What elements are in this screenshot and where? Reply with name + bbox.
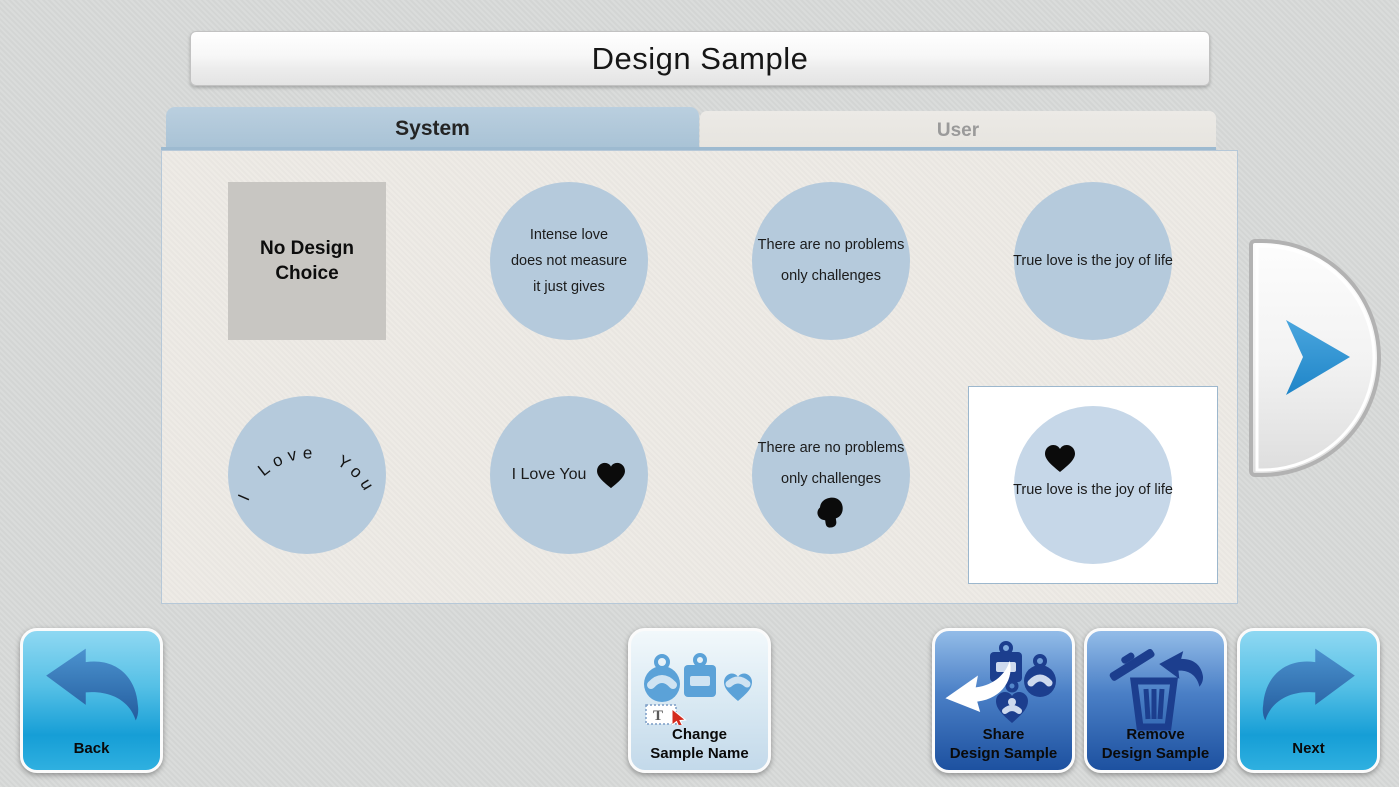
back-label: Back [73, 740, 110, 757]
sample-circle: There are no problems only challenges [752, 182, 910, 340]
curved-text-graphic: I Love You [234, 443, 380, 503]
square-tag-icon [989, 641, 1022, 682]
sample-text-line: There are no problems [757, 237, 905, 253]
sample-circle: Intense love does not measure it just gi… [490, 182, 648, 340]
share-arrow-icon [944, 660, 1011, 712]
heart-tag-icon [995, 679, 1028, 723]
text-cursor-icon: T [644, 704, 687, 725]
sample-text-line: There are no problems [757, 440, 905, 456]
sample-text-line: only challenges [781, 471, 881, 487]
sample-circle: I Love You [490, 396, 648, 554]
heart-icon [1045, 445, 1075, 472]
tab-user-label: User [936, 119, 980, 141]
arrow-to-trash [1158, 651, 1203, 687]
change-sample-name-label: Change Sample Name [650, 726, 749, 762]
svg-text:I Love You: I Love You [234, 443, 380, 503]
sample-circle: I Love You [228, 396, 386, 554]
sample-intense-love[interactable]: Intense love does not measure it just gi… [490, 182, 648, 340]
next-label: Next [1292, 740, 1325, 757]
sample-i-love-you-curved[interactable]: I Love You [228, 396, 386, 554]
sample-text-line: No Design [260, 238, 354, 259]
sample-text-line: it just gives [533, 279, 605, 295]
play-right-icon [1286, 320, 1350, 395]
svg-text:T: T [653, 708, 663, 724]
share-design-sample-button[interactable]: Share Design Sample [932, 628, 1075, 773]
remove-design-sample-label: Remove Design Sample [1101, 726, 1210, 762]
sample-text-line: True love is the joy of life [1013, 253, 1173, 269]
tab-underline [161, 147, 1216, 150]
no-design-square: No Design Choice [228, 182, 386, 340]
heart-tag-icon [723, 673, 752, 701]
sample-no-problems-glove[interactable]: There are no problems only challenges [752, 396, 910, 554]
tags-icon: T [631, 653, 768, 725]
heart-icon [597, 462, 626, 488]
square-tag-icon [683, 653, 716, 697]
curved-text: I Love You [234, 443, 375, 503]
trash-icon [1087, 641, 1224, 731]
page-title: Design Sample [190, 31, 1210, 86]
back-button[interactable]: Back [20, 628, 163, 773]
sample-true-love[interactable]: True love is the joy of life [1013, 182, 1173, 340]
page-title-text: Design Sample [591, 40, 809, 76]
round-tag-icon [643, 654, 680, 702]
next-arrow-icon [1240, 643, 1377, 725]
sample-circle: True love is the joy of life [1013, 406, 1173, 564]
sample-text-line: Intense love [529, 227, 609, 243]
tab-system-label: System [395, 116, 470, 140]
change-sample-name-button[interactable]: T Change Sample Name [628, 628, 771, 773]
sample-circle: There are no problems only challenges [752, 396, 910, 554]
boxing-glove-icon [817, 497, 843, 528]
sample-i-love-you-heart[interactable]: I Love You [490, 396, 648, 554]
sample-circle: True love is the joy of life [1013, 182, 1173, 340]
sample-no-design-choice[interactable]: No Design Choice [228, 182, 386, 340]
remove-design-sample-button[interactable]: Remove Design Sample [1084, 628, 1227, 773]
sample-grid-panel: No Design Choice Intense love does not m… [161, 150, 1238, 604]
tab-system[interactable]: System [166, 107, 699, 150]
trash-lid [1109, 648, 1155, 681]
back-arrow-icon [23, 643, 160, 725]
round-tag-icon [1023, 654, 1056, 697]
sample-text-line: Choice [275, 263, 339, 284]
sample-text-line: only challenges [781, 268, 881, 284]
sample-text-line: does not measure [510, 253, 628, 269]
trash-body [1129, 677, 1178, 731]
scroll-right-button[interactable] [1248, 238, 1382, 478]
share-icon [935, 639, 1072, 731]
sample-no-problems[interactable]: There are no problems only challenges [752, 182, 910, 340]
sample-text-line: I Love You [511, 466, 587, 483]
sample-text-line: True love is the joy of life [1013, 482, 1173, 498]
share-design-sample-label: Share Design Sample [949, 726, 1058, 762]
sample-true-love-heart-selected[interactable]: True love is the joy of life [968, 386, 1218, 584]
next-button[interactable]: Next [1237, 628, 1380, 773]
tab-user[interactable]: User [700, 111, 1216, 150]
